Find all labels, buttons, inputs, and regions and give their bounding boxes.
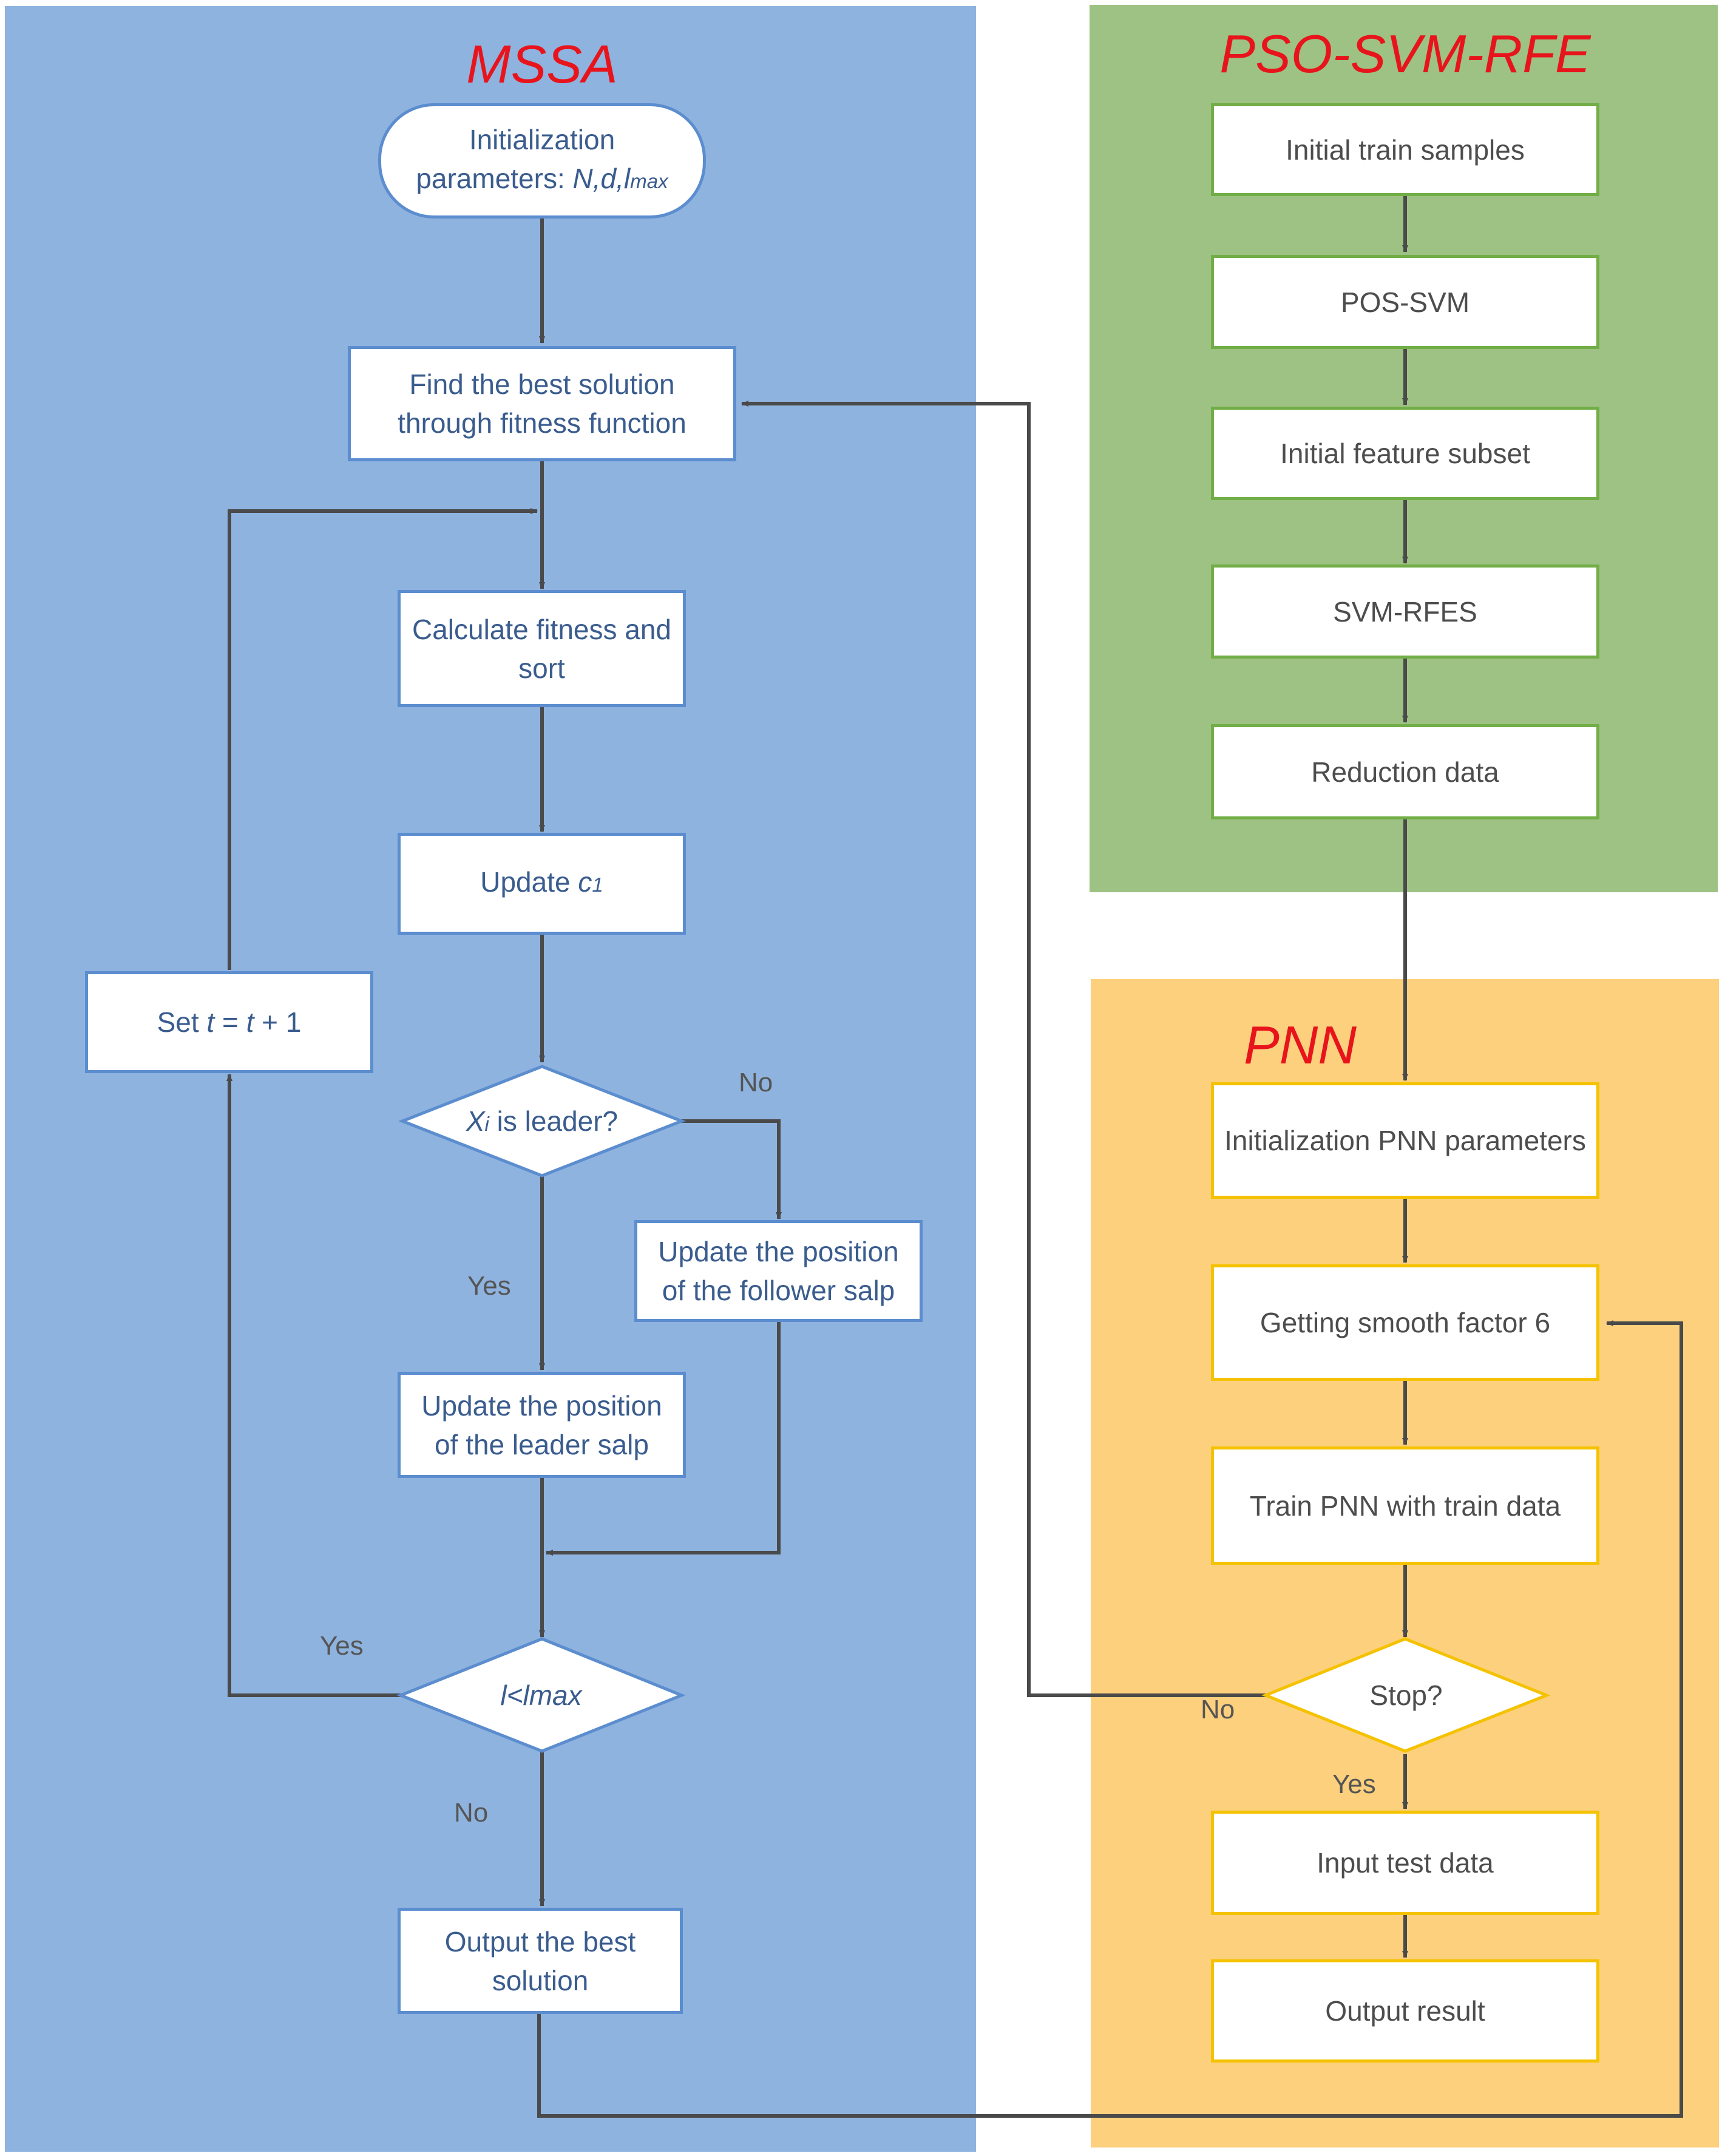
pnn-train-box: Train PNN with train data xyxy=(1211,1446,1599,1565)
pnn-output-result-text: Output result xyxy=(1325,1995,1485,2027)
set-t-var2: t xyxy=(246,1006,254,1038)
pso-step-reduction-data: Reduction data xyxy=(1211,724,1599,819)
pnn-output-result-box: Output result xyxy=(1211,1959,1599,2063)
pso-step-initial-train-samples: Initial train samples xyxy=(1211,103,1599,196)
init-line1: Initialization xyxy=(469,124,615,155)
stop-no-label: No xyxy=(1201,1695,1235,1724)
pnn-train-text: Train PNN with train data xyxy=(1249,1490,1561,1522)
loop-decision-shape xyxy=(396,1637,686,1753)
mssa-title: MSSA xyxy=(466,34,618,94)
leader-rest: is leader? xyxy=(489,1105,619,1137)
pso-step-text: SVM-RFES xyxy=(1333,595,1477,628)
init-params: N,d,l xyxy=(572,163,631,194)
init-line2-prefix: parameters: xyxy=(416,163,573,194)
leader-no-label: No xyxy=(739,1068,773,1097)
pnn-init-parameters-box: Initialization PNN parameters xyxy=(1211,1082,1599,1199)
output-best-solution-box: Output the best solution xyxy=(398,1908,683,2014)
output-best-solution-text: Output the best solution xyxy=(444,1925,636,1996)
pso-step-text: Initial train samples xyxy=(1286,134,1525,166)
leader-decision-text: Xi is leader? xyxy=(402,1066,682,1176)
leader-var: X xyxy=(466,1105,485,1137)
find-best-solution-text: Find the best solution through fitness f… xyxy=(398,368,686,439)
set-t-box: Set t = t + 1 xyxy=(85,971,373,1073)
update-leader-box: Update the position of the leader salp xyxy=(398,1372,686,1478)
init-params-sub: max xyxy=(630,171,668,193)
update-c1-prefix: Update xyxy=(480,866,578,898)
loop-decision-text: l<lmax xyxy=(401,1639,682,1751)
leader-yes-label: Yes xyxy=(467,1271,511,1301)
loop-cond-b: lmax xyxy=(523,1679,582,1711)
leader-var-sub: i xyxy=(484,1113,489,1136)
update-follower-text: Update the position of the follower salp xyxy=(658,1236,899,1306)
update-c1-sub: 1 xyxy=(592,874,603,897)
loop-no-label: No xyxy=(454,1798,489,1828)
pso-step-svm-rfes: SVM-RFES xyxy=(1211,564,1599,659)
pso-step-text: POS-SVM xyxy=(1340,286,1470,318)
set-t-suffix: + 1 xyxy=(254,1006,302,1038)
init-parameters-terminal: Initialization parameters: N,d,lmax xyxy=(378,103,706,219)
set-t-eq: = xyxy=(214,1006,246,1038)
update-follower-box: Update the position of the follower salp xyxy=(634,1220,923,1322)
update-leader-text: Update the position of the leader salp xyxy=(421,1389,662,1460)
loop-cond-a: l xyxy=(500,1679,507,1711)
set-t-prefix: Set xyxy=(157,1006,207,1038)
pnn-input-test-box: Input test data xyxy=(1211,1811,1599,1915)
pnn-title: PNN xyxy=(1244,1015,1357,1075)
calculate-fitness-box: Calculate fitness and sort xyxy=(398,590,686,707)
pso-step-text: Reduction data xyxy=(1311,756,1499,788)
find-best-solution-box: Find the best solution through fitness f… xyxy=(348,346,736,461)
loop-cond-op: < xyxy=(506,1679,523,1711)
calculate-fitness-text: Calculate fitness and sort xyxy=(412,613,672,684)
set-t-var: t xyxy=(206,1006,215,1038)
leader-decision-shape xyxy=(398,1065,686,1178)
stop-decision-shape xyxy=(1261,1637,1551,1753)
update-c1-var: c xyxy=(578,866,592,898)
pso-step-text: Initial feature subset xyxy=(1280,438,1530,469)
pnn-smooth-factor-box: Getting smooth factor 6 xyxy=(1211,1264,1599,1381)
pnn-init-parameters-text: Initialization PNN parameters xyxy=(1224,1125,1586,1156)
stop-yes-label: Yes xyxy=(1332,1769,1376,1799)
stop-decision-text: Stop? xyxy=(1369,1679,1443,1711)
pso-svm-rfe-title: PSO-SVM-RFE xyxy=(1219,24,1591,84)
pnn-input-test-text: Input test data xyxy=(1317,1847,1494,1879)
loop-yes-label: Yes xyxy=(320,1631,364,1661)
update-c1-box: Update c1 xyxy=(398,833,686,935)
pso-step-initial-feature-subset: Initial feature subset xyxy=(1211,407,1599,500)
pso-step-pos-svm: POS-SVM xyxy=(1211,255,1599,349)
pnn-smooth-factor-text: Getting smooth factor 6 xyxy=(1259,1307,1551,1338)
